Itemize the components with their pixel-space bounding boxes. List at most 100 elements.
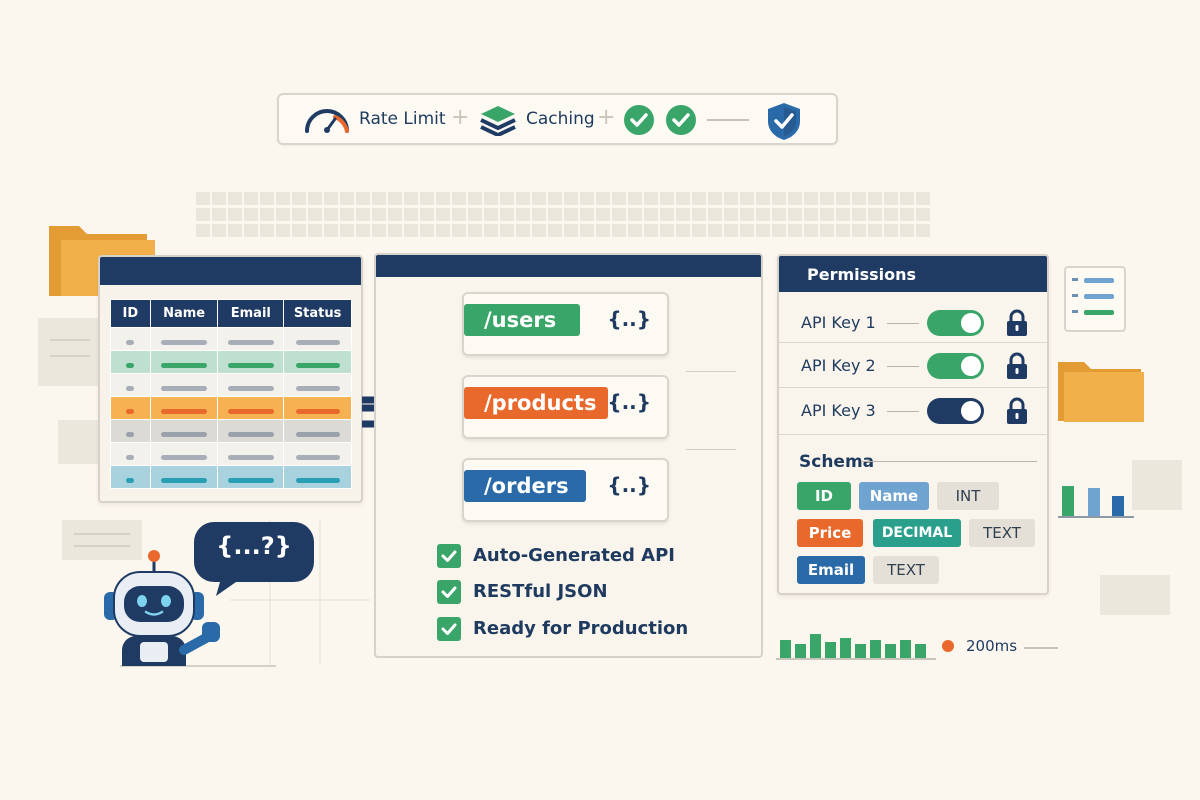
table-cell (110, 373, 151, 397)
grid-cell (612, 208, 626, 221)
grid-cell (244, 208, 258, 221)
grid-cell (228, 192, 242, 205)
grid-cell (196, 208, 210, 221)
grid-cell (916, 192, 930, 205)
api-key-row-2: API Key 2 (779, 342, 1047, 388)
grid-cell (452, 208, 466, 221)
grid-cell (260, 224, 274, 237)
grid-cell (724, 208, 738, 221)
json-brace-icon: {..} (607, 473, 651, 497)
toggle-knob (961, 356, 981, 376)
endpoint-card-products[interactable]: /products {..} (462, 375, 669, 439)
grid-cell (628, 208, 642, 221)
grid-cell (564, 208, 578, 221)
grid-cell (708, 208, 722, 221)
grid-cell (900, 192, 914, 205)
data-table: ID Name Email Status (110, 299, 352, 489)
grid-cell (788, 208, 802, 221)
grid-cell (468, 224, 482, 237)
checkbox-checked-icon (437, 544, 461, 568)
schema-tag-email: Email (797, 556, 865, 584)
grid-cell (372, 208, 386, 221)
grid-cell (900, 208, 914, 221)
grid-cell (820, 224, 834, 237)
grid-cell (596, 192, 610, 205)
endpoint-card-users[interactable]: /users {..} (462, 292, 669, 356)
grid-cell (868, 208, 882, 221)
table-row[interactable] (110, 350, 352, 374)
table-row[interactable] (110, 396, 352, 420)
schema-tag-int: INT (937, 482, 999, 510)
divider (686, 449, 736, 450)
api-key-toggle[interactable] (927, 310, 984, 336)
grid-cell (900, 224, 914, 237)
divider (887, 323, 919, 324)
divider (1024, 647, 1058, 649)
divider (707, 119, 749, 121)
grid-cell (804, 192, 818, 205)
table-cell (283, 350, 352, 374)
grid-cell (532, 192, 546, 205)
cell-placeholder (126, 339, 135, 345)
permissions-title: Permissions (779, 256, 1047, 292)
grid-cell (244, 192, 258, 205)
cell-placeholder (295, 431, 340, 437)
grid-cell (468, 192, 482, 205)
table-row[interactable] (110, 327, 352, 351)
grid-cell (596, 208, 610, 221)
grid-cell (644, 224, 658, 237)
feature-label: Ready for Production (473, 618, 689, 639)
grid-cell (516, 192, 530, 205)
cell-placeholder (126, 385, 135, 391)
grid-cell (644, 208, 658, 221)
table-row[interactable] (110, 442, 352, 466)
table-row[interactable] (110, 373, 352, 397)
grid-cell (196, 192, 210, 205)
table-cell (110, 350, 151, 374)
check-icon (624, 105, 654, 135)
api-key-toggle[interactable] (927, 353, 984, 379)
table-cell (110, 465, 151, 489)
grid-cell (868, 192, 882, 205)
api-key-toggle[interactable] (927, 398, 984, 424)
cell-placeholder (295, 477, 340, 483)
grid-cell (292, 192, 306, 205)
grid-cell (420, 192, 434, 205)
speech-bubble (194, 522, 314, 596)
grid-cell (852, 192, 866, 205)
latency-bars (776, 634, 954, 660)
table-row[interactable] (110, 419, 352, 443)
plus-icon: + (597, 105, 616, 130)
robot-assistant-icon (104, 550, 220, 666)
grid-cell (884, 208, 898, 221)
cell-placeholder (227, 362, 274, 368)
endpoint-card-orders[interactable]: /orders {..} (462, 458, 669, 522)
checkbox-checked-icon (437, 617, 461, 641)
grid-cell (548, 224, 562, 237)
grid-cell (372, 224, 386, 237)
grid-cell (196, 224, 210, 237)
grid-cell (868, 224, 882, 237)
grid-cell (436, 224, 450, 237)
grid-cell (324, 192, 338, 205)
grid-cell (708, 192, 722, 205)
grid-cell (340, 208, 354, 221)
grid-cell (468, 208, 482, 221)
grid-cell (836, 208, 850, 221)
cell-placeholder (126, 362, 135, 368)
divider (887, 366, 919, 367)
table-cell (283, 465, 352, 489)
grid-cell (548, 192, 562, 205)
table-cell (283, 442, 352, 466)
grid-cell (340, 192, 354, 205)
grid-cell (308, 224, 322, 237)
feature-label: RESTful JSON (473, 581, 608, 602)
cell-placeholder (161, 339, 208, 345)
plus-icon: + (451, 105, 470, 130)
table-row[interactable] (110, 465, 352, 489)
lock-icon (1007, 309, 1027, 336)
table-cell (217, 327, 285, 351)
bar-chart-icon (1058, 486, 1134, 518)
table-cell (110, 419, 151, 443)
rate-limit-label: Rate Limit (359, 109, 446, 129)
